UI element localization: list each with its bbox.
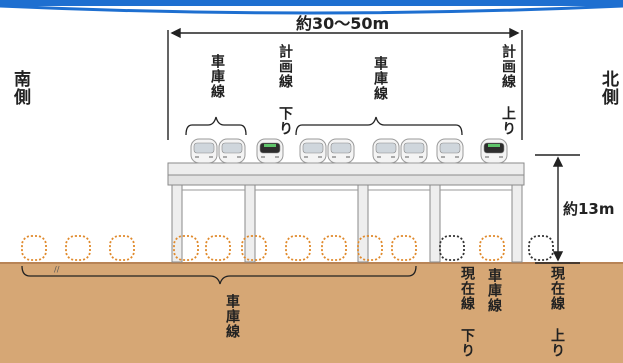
train-front-icon (372, 138, 400, 164)
train-front-icon (109, 235, 135, 261)
brace-upper-left (185, 116, 247, 136)
train-front-icon (65, 235, 91, 261)
label-depot-ground: 車庫線 (224, 294, 240, 339)
elevated-trains (190, 138, 508, 164)
label-width: 約30〜50m (296, 14, 390, 33)
label-north: 北側 (598, 70, 618, 106)
train-front-icon (256, 138, 284, 164)
height-dimension (535, 154, 580, 264)
train-front-icon (400, 138, 428, 164)
train-front-icon (299, 138, 327, 164)
label-south: 南側 (10, 70, 30, 106)
label-depot-existing: 車庫線 (486, 268, 502, 313)
train-front-icon (205, 235, 231, 261)
viaduct (167, 162, 525, 263)
ground (0, 262, 623, 363)
train-outline-icon (439, 235, 465, 261)
train-front-icon (285, 235, 311, 261)
banner-curve (0, 4, 623, 15)
train-front-icon (321, 235, 347, 261)
width-dimension (167, 27, 523, 140)
label-existing-down: 現在線 下り (459, 266, 475, 358)
train-front-icon (327, 138, 355, 164)
train-front-icon (190, 138, 218, 164)
svg-text://: // (54, 265, 60, 274)
brace-upper-right (295, 116, 463, 136)
brace-ground (21, 265, 417, 285)
label-height: 約13m (563, 200, 615, 218)
label-planned-up: 計画線 上り (500, 44, 516, 136)
train-front-icon (436, 138, 464, 164)
train-front-icon (479, 235, 505, 261)
train-front-icon (218, 138, 246, 164)
train-front-icon (21, 235, 47, 261)
top-banner (0, 0, 623, 6)
train-outline-icon (528, 235, 554, 261)
label-depot-upper-right: 車庫線 (372, 56, 388, 101)
label-depot-upper-left: 車庫線 (209, 54, 225, 99)
label-existing-up: 現在線 上り (549, 266, 565, 358)
label-planned-down: 計画線 下り (277, 44, 293, 136)
train-front-icon (480, 138, 508, 164)
ground-trains (21, 235, 554, 261)
train-front-icon (391, 235, 417, 261)
